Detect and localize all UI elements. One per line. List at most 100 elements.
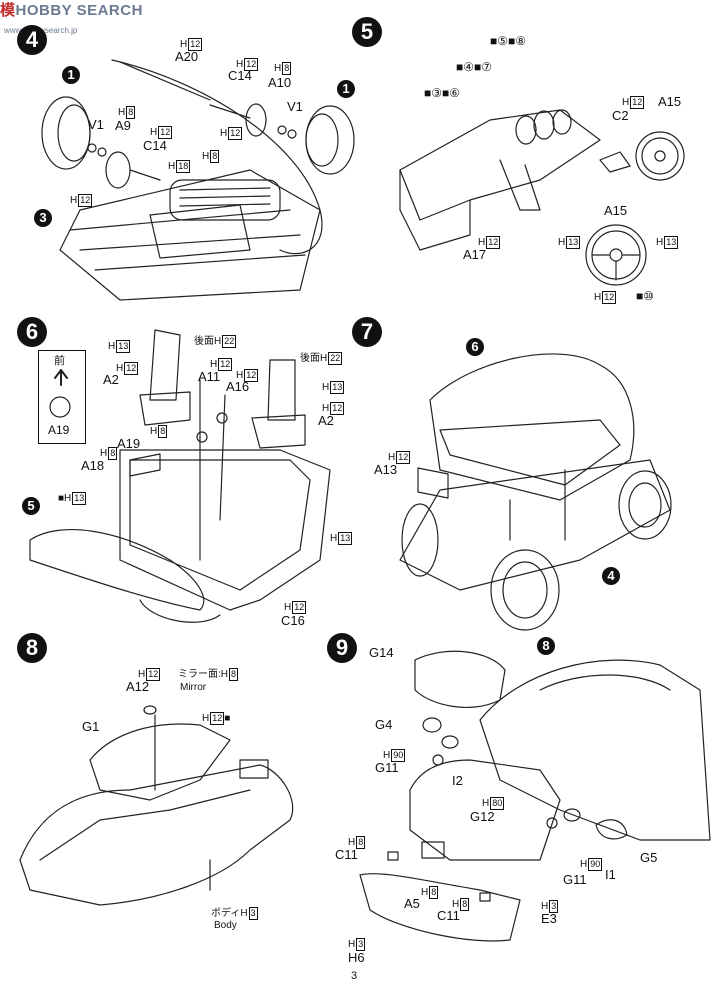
part-A13: A13 xyxy=(374,462,398,477)
callout-step8-ref: 8 xyxy=(537,637,555,655)
part-G5: G5 xyxy=(640,850,658,865)
part-C11: C11 xyxy=(335,847,358,862)
part-V1: V1 xyxy=(88,117,104,132)
step-number-8: 8 xyxy=(17,633,47,663)
callout-chassis-4: 4 xyxy=(602,567,620,585)
decal-callout-3-6: ■③■⑥ xyxy=(424,86,461,100)
decal-callout-10: ■⑩ xyxy=(636,289,655,303)
step-number-5: 5 xyxy=(352,17,382,47)
body-en-label: Body xyxy=(214,920,237,931)
part-C2: C2 xyxy=(612,108,629,123)
step-number-9: 9 xyxy=(327,633,357,663)
decal-callout-5-8: ■⑤■⑧ xyxy=(490,34,527,48)
part-E3: E3 xyxy=(541,911,557,926)
step-number-7: 7 xyxy=(352,317,382,347)
step4-art xyxy=(41,59,355,301)
step9-art xyxy=(359,650,711,942)
watermark: 模HOBBY SEARCH xyxy=(0,0,143,22)
page-number: 3 xyxy=(351,970,358,982)
part-G14: G14 xyxy=(369,645,394,660)
part-A20: A20 xyxy=(175,49,199,64)
watermark-logo: 模 xyxy=(0,2,16,19)
part-G12: G12 xyxy=(470,809,495,824)
legend-front-label: 前 xyxy=(54,355,65,367)
part-A2: A2 xyxy=(318,413,334,428)
part-G11: G11 xyxy=(563,872,587,887)
callout-wheel-left: 1 xyxy=(62,66,80,84)
part-I1: I1 xyxy=(605,867,616,882)
mirror-en-label: Mirror xyxy=(180,682,207,693)
decal-callout-4-7: ■④■⑦ xyxy=(456,60,493,74)
part-A15: A15 xyxy=(604,203,628,218)
callout-step5-ref: 5 xyxy=(22,497,40,515)
part-H6: H6 xyxy=(348,950,365,965)
part-I2: I2 xyxy=(452,773,463,788)
step-number-6: 6 xyxy=(17,317,47,347)
part-C16: C16 xyxy=(281,613,305,628)
step7-art xyxy=(399,353,672,631)
part-C11: C11 xyxy=(437,908,460,923)
part-C14: C14 xyxy=(228,68,252,83)
part-A5: A5 xyxy=(404,896,420,911)
step5-art xyxy=(399,109,685,286)
step-number-4: 4 xyxy=(17,25,47,55)
watermark-text: HOBBY SEARCH xyxy=(15,2,143,19)
callout-wheel-right: 1 xyxy=(337,80,355,98)
part-A15: A15 xyxy=(658,94,682,109)
part-G11: G11 xyxy=(375,760,399,775)
part-A11: A11 xyxy=(198,369,221,384)
step6-art xyxy=(29,329,331,623)
part-A18: A18 xyxy=(81,458,105,473)
front-direction-legend xyxy=(38,350,86,444)
part-A12: A12 xyxy=(126,679,150,694)
part-A2: A2 xyxy=(103,372,119,387)
part-A9: A9 xyxy=(115,118,131,133)
part-C14: C14 xyxy=(143,138,167,153)
callout-interior-6: 6 xyxy=(466,338,484,356)
part-V1: V1 xyxy=(287,99,303,114)
part-A16: A16 xyxy=(226,379,250,394)
part-G4: G4 xyxy=(375,717,393,732)
part-A17: A17 xyxy=(463,247,487,262)
